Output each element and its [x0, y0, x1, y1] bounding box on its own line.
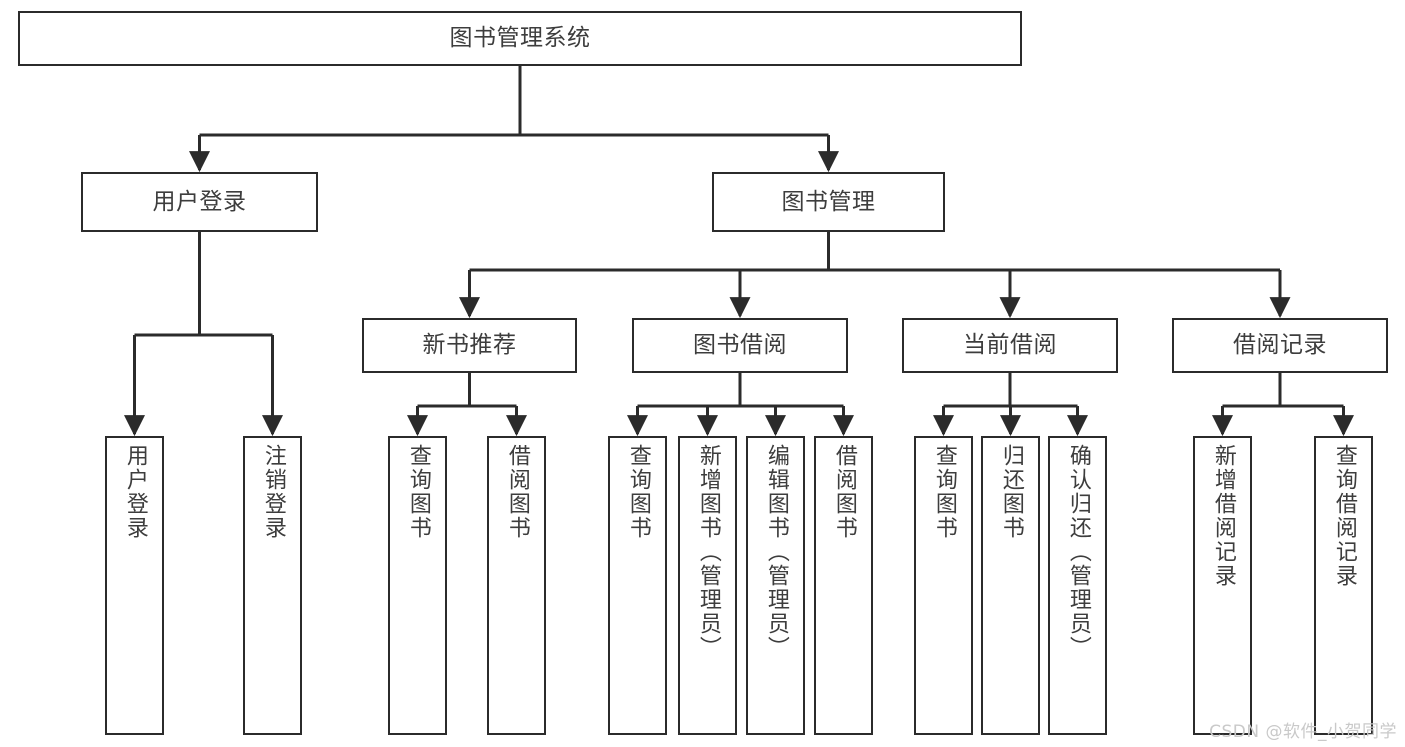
leaf-borrow-book-1-label: 借阅图书	[504, 444, 530, 540]
leaf-return-book-label: 归还图书	[998, 444, 1024, 540]
leaf-borrow-book-1[interactable]: 借阅图书	[487, 436, 546, 735]
leaf-query-book-1-label: 查询图书	[405, 444, 431, 540]
node-book-borrow-label: 图书借阅	[693, 332, 787, 359]
leaf-query-book-3[interactable]: 查询图书	[914, 436, 973, 735]
node-user-login-label: 用户登录	[152, 188, 247, 215]
node-user-login[interactable]: 用户登录	[81, 172, 318, 232]
leaf-borrow-book-2[interactable]: 借阅图书	[814, 436, 873, 735]
node-new-book-recommend-label: 新书推荐	[422, 332, 517, 359]
leaf-add-borrow-record-label: 新增借阅记录	[1210, 444, 1236, 588]
node-current-borrow[interactable]: 当前借阅	[902, 318, 1118, 373]
leaf-confirm-return[interactable]: 确认归还（管理员）	[1048, 436, 1107, 735]
leaf-user-logout[interactable]: 注销登录	[243, 436, 302, 735]
node-current-borrow-label: 当前借阅	[963, 332, 1057, 359]
leaf-user-login-label: 用户登录	[122, 444, 148, 540]
node-new-book-recommend[interactable]: 新书推荐	[362, 318, 577, 373]
leaf-confirm-return-label: 确认归还（管理员）	[1065, 444, 1091, 660]
leaf-add-borrow-record[interactable]: 新增借阅记录	[1193, 436, 1252, 735]
leaf-query-book-2[interactable]: 查询图书	[608, 436, 667, 735]
leaf-user-login[interactable]: 用户登录	[105, 436, 164, 735]
leaf-query-borrow-record-label: 查询借阅记录	[1331, 444, 1357, 588]
leaf-add-book-label: 新增图书（管理员）	[695, 444, 721, 660]
leaf-query-book-1[interactable]: 查询图书	[388, 436, 447, 735]
leaf-borrow-book-2-label: 借阅图书	[831, 444, 857, 540]
node-borrow-record-label: 借阅记录	[1233, 332, 1327, 359]
leaf-user-logout-label: 注销登录	[260, 444, 286, 540]
leaf-query-book-3-label: 查询图书	[931, 444, 957, 540]
node-root[interactable]: 图书管理系统	[18, 11, 1022, 66]
leaf-add-book[interactable]: 新增图书（管理员）	[678, 436, 737, 735]
node-borrow-record[interactable]: 借阅记录	[1172, 318, 1388, 373]
leaf-return-book[interactable]: 归还图书	[981, 436, 1040, 735]
leaf-query-borrow-record[interactable]: 查询借阅记录	[1314, 436, 1373, 735]
leaf-query-book-2-label: 查询图书	[625, 444, 651, 540]
leaf-edit-book[interactable]: 编辑图书（管理员）	[746, 436, 805, 735]
node-root-label: 图书管理系统	[449, 25, 591, 52]
node-book-borrow[interactable]: 图书借阅	[632, 318, 848, 373]
node-book-manage[interactable]: 图书管理	[712, 172, 945, 232]
node-book-manage-label: 图书管理	[781, 188, 876, 215]
leaf-edit-book-label: 编辑图书（管理员）	[763, 444, 789, 660]
